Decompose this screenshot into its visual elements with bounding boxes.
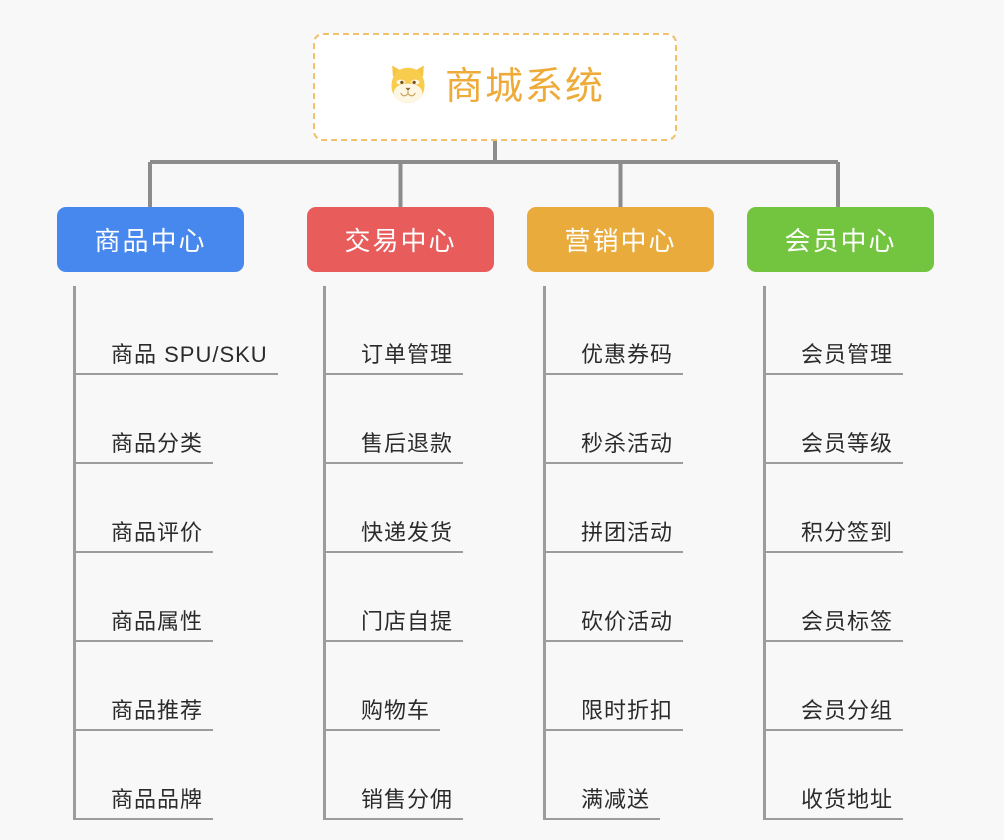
leaf-item-label: 购物车 <box>361 697 431 723</box>
leaf-item-underline: 收货地址 <box>763 786 904 820</box>
leaf-item-underline: 满减送 <box>543 786 661 820</box>
leaf-item-underline: 商品评价 <box>73 519 214 553</box>
leaf-item-label: 会员等级 <box>801 430 894 456</box>
leaf-item[interactable]: 会员等级 <box>763 375 904 464</box>
leaf-item[interactable]: 商品分类 <box>73 375 214 464</box>
leaf-item-label: 商品推荐 <box>111 697 204 723</box>
category-box-1[interactable]: 商品中心 <box>57 207 244 272</box>
category-box-2[interactable]: 交易中心 <box>307 207 494 272</box>
leaf-item-label: 优惠券码 <box>581 341 674 367</box>
leaf-item-label: 商品 SPU/SKU <box>111 341 268 367</box>
leaf-item-label: 积分签到 <box>801 519 894 545</box>
shiba-dog-face-icon <box>385 62 431 113</box>
leaf-item-underline: 商品品牌 <box>73 786 214 820</box>
leaf-spine-line <box>543 286 546 820</box>
leaf-item-label: 满减送 <box>581 786 651 812</box>
leaf-item[interactable]: 秒杀活动 <box>543 375 684 464</box>
leaf-item[interactable]: 会员分组 <box>763 642 904 731</box>
leaf-item-label: 会员标签 <box>801 608 894 634</box>
leaf-item[interactable]: 订单管理 <box>323 286 464 375</box>
leaf-item-underline: 秒杀活动 <box>543 430 684 464</box>
leaf-item[interactable]: 满减送 <box>543 731 661 820</box>
leaf-item-underline: 订单管理 <box>323 341 464 375</box>
leaf-item[interactable]: 会员标签 <box>763 553 904 642</box>
leaf-item-underline: 商品属性 <box>73 608 214 642</box>
leaf-item[interactable]: 砍价活动 <box>543 553 684 642</box>
leaf-spine-line <box>73 286 76 820</box>
leaf-item-underline: 会员等级 <box>763 430 904 464</box>
leaf-item[interactable]: 商品评价 <box>73 464 214 553</box>
leaf-item-label: 快递发货 <box>361 519 454 545</box>
leaf-item[interactable]: 商品属性 <box>73 553 214 642</box>
leaf-item-underline: 会员管理 <box>763 341 904 375</box>
category-label: 交易中心 <box>344 226 457 256</box>
leaf-item-label: 会员管理 <box>801 341 894 367</box>
leaf-item[interactable]: 积分签到 <box>763 464 904 553</box>
leaf-item-underline: 购物车 <box>323 697 441 731</box>
leaf-item[interactable]: 限时折扣 <box>543 642 684 731</box>
leaf-item-label: 商品品牌 <box>111 786 204 812</box>
leaf-item-underline: 砍价活动 <box>543 608 684 642</box>
root-title: 商城系统 <box>444 66 605 108</box>
leaf-spine-line <box>763 286 766 820</box>
leaf-item-label: 秒杀活动 <box>581 430 674 456</box>
leaf-item-label: 售后退款 <box>361 430 454 456</box>
leaf-item-underline: 优惠券码 <box>543 341 684 375</box>
leaf-spine-line <box>323 286 326 820</box>
leaf-item-underline: 拼团活动 <box>543 519 684 553</box>
leaf-item-underline: 门店自提 <box>323 608 464 642</box>
category-box-4[interactable]: 会员中心 <box>747 207 934 272</box>
leaf-item[interactable]: 快递发货 <box>323 464 464 553</box>
root-node[interactable]: 商城系统 <box>313 33 677 141</box>
leaf-item-underline: 积分签到 <box>763 519 904 553</box>
leaf-item-label: 会员分组 <box>801 697 894 723</box>
leaf-item-label: 商品分类 <box>111 430 204 456</box>
leaf-item-label: 销售分佣 <box>361 786 454 812</box>
category-label: 会员中心 <box>784 226 897 256</box>
category-label: 营销中心 <box>564 226 677 256</box>
leaf-item[interactable]: 销售分佣 <box>323 731 464 820</box>
leaf-item-label: 订单管理 <box>361 341 454 367</box>
leaf-item-underline: 限时折扣 <box>543 697 684 731</box>
leaf-item-underline: 会员分组 <box>763 697 904 731</box>
leaf-item-label: 商品评价 <box>111 519 204 545</box>
leaf-item-underline: 售后退款 <box>323 430 464 464</box>
leaf-item-underline: 商品推荐 <box>73 697 214 731</box>
category-label: 商品中心 <box>94 226 207 256</box>
leaf-item-underline: 会员标签 <box>763 608 904 642</box>
leaf-item-label: 砍价活动 <box>581 608 674 634</box>
leaf-item-label: 收货地址 <box>801 786 894 812</box>
leaf-item[interactable]: 拼团活动 <box>543 464 684 553</box>
leaf-item[interactable]: 门店自提 <box>323 553 464 642</box>
leaf-item[interactable]: 商品品牌 <box>73 731 214 820</box>
leaf-item-label: 拼团活动 <box>581 519 674 545</box>
leaf-item[interactable]: 购物车 <box>323 642 441 731</box>
leaf-item-underline: 商品分类 <box>73 430 214 464</box>
leaf-item[interactable]: 售后退款 <box>323 375 464 464</box>
leaf-item[interactable]: 优惠券码 <box>543 286 684 375</box>
leaf-item[interactable]: 收货地址 <box>763 731 904 820</box>
leaf-item-underline: 销售分佣 <box>323 786 464 820</box>
leaf-item-label: 门店自提 <box>361 608 454 634</box>
leaf-item-label: 限时折扣 <box>581 697 674 723</box>
category-box-3[interactable]: 营销中心 <box>527 207 714 272</box>
leaf-item-underline: 商品 SPU/SKU <box>73 341 278 375</box>
leaf-item-underline: 快递发货 <box>323 519 464 553</box>
leaf-item[interactable]: 商品推荐 <box>73 642 214 731</box>
leaf-item-label: 商品属性 <box>111 608 204 634</box>
leaf-item[interactable]: 会员管理 <box>763 286 904 375</box>
leaf-item[interactable]: 商品 SPU/SKU <box>73 286 278 375</box>
